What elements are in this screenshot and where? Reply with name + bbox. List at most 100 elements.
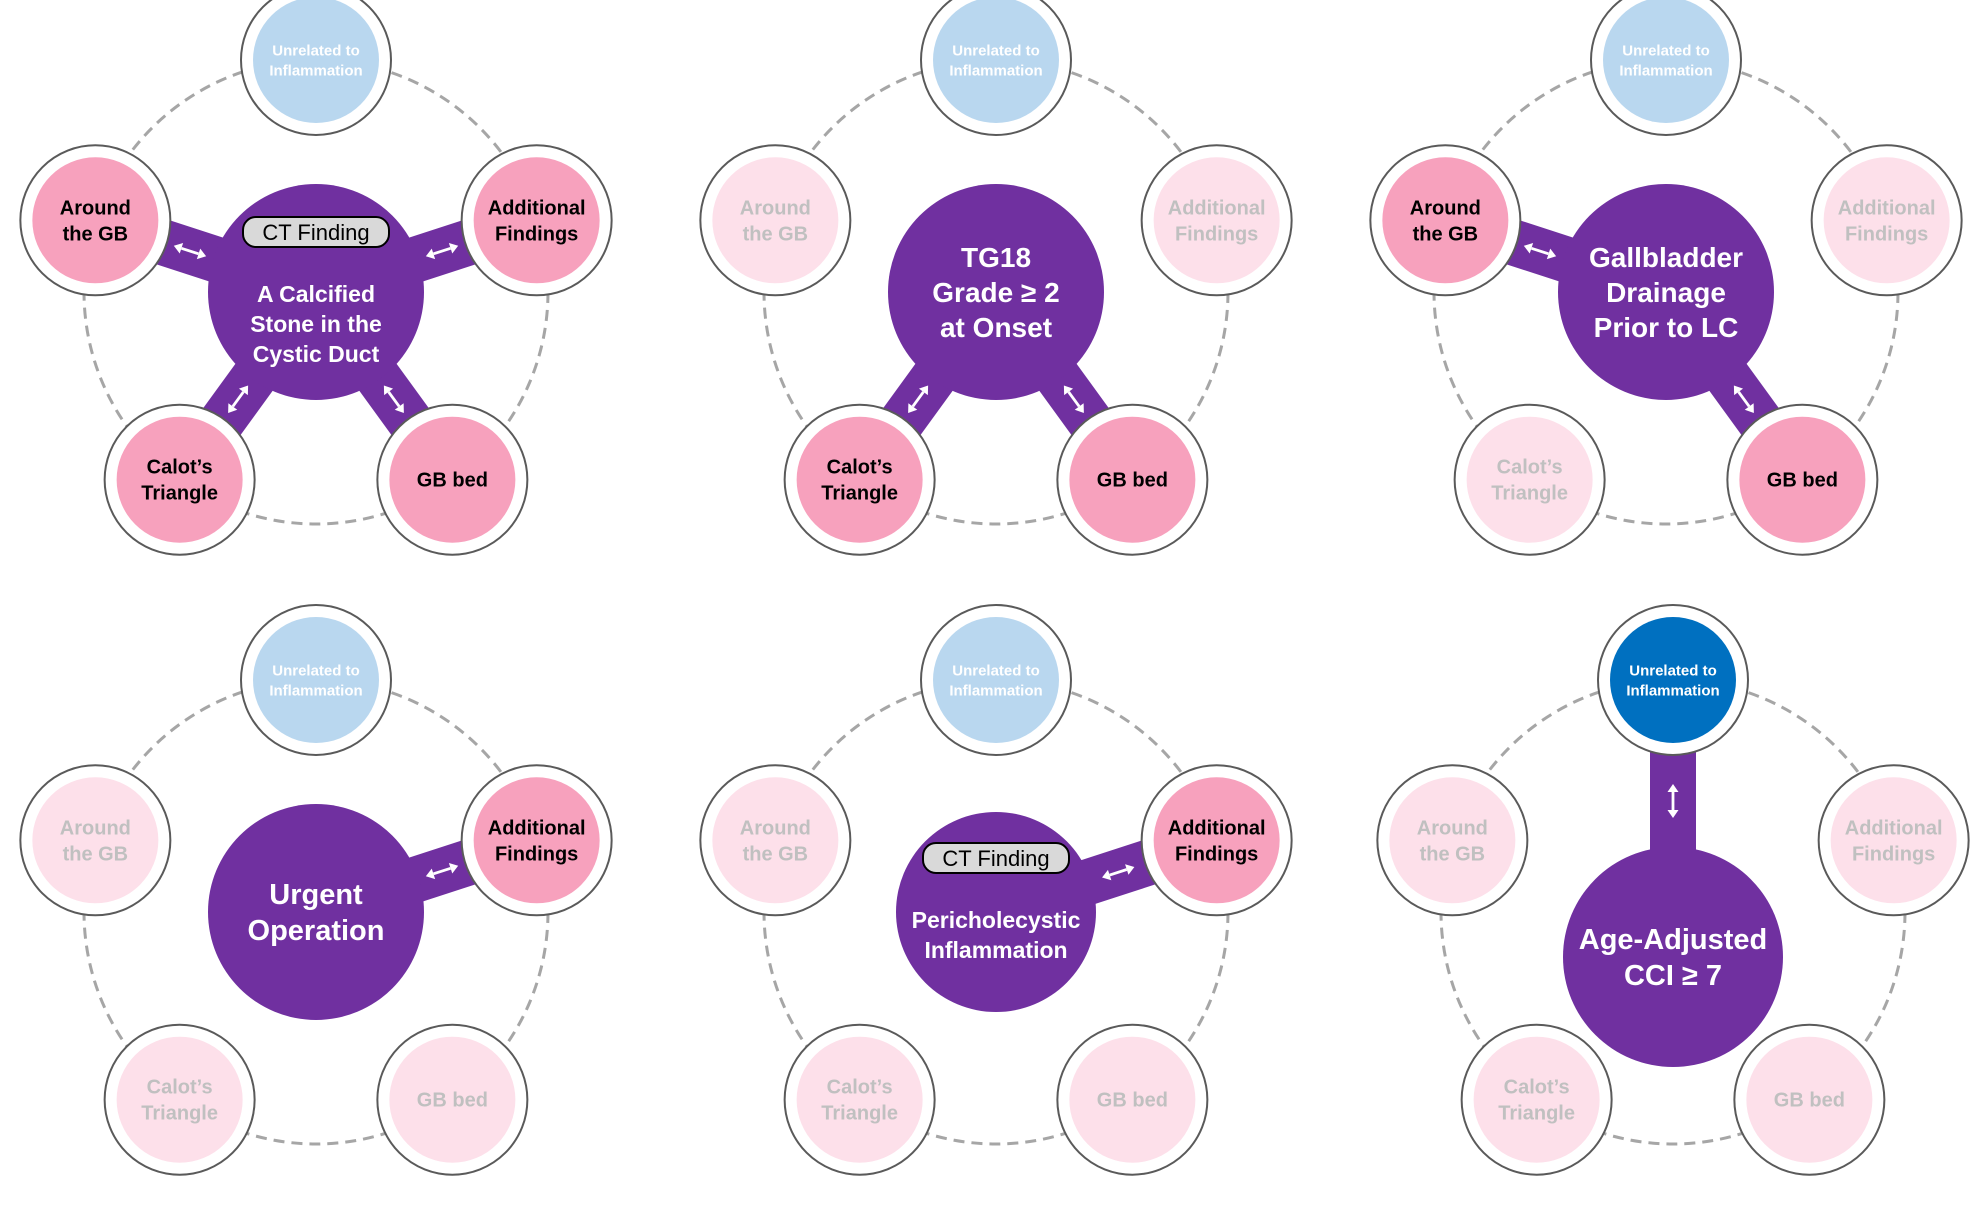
- node-label-unrelated-line: Unrelated to: [272, 42, 360, 59]
- node-fill: [1830, 777, 1957, 904]
- ct-finding-badge: CT Finding: [922, 842, 1070, 874]
- node-fill: [1389, 777, 1516, 904]
- node-fill: [1610, 617, 1736, 743]
- node-fill: [1466, 416, 1593, 543]
- node-label-around-line: the GB: [63, 223, 129, 245]
- node-label-unrelated-line: Inflammation: [949, 62, 1042, 79]
- badge-box: [242, 216, 390, 248]
- node-label-calot-line: Triangle: [1491, 483, 1568, 505]
- node-fill: [712, 157, 839, 284]
- node-label-additional-line: Findings: [1845, 223, 1928, 245]
- node-label-gbbed-line: GB bed: [417, 1090, 488, 1112]
- double-arrow-icon: [173, 243, 207, 260]
- double-arrow-icon: [425, 243, 459, 260]
- node-fill: [1473, 1036, 1600, 1163]
- node-label-unrelated: Unrelated to Inflammation: [269, 662, 362, 699]
- double-arrow-icon: [1102, 864, 1135, 881]
- center-label-line: Stone in the: [250, 311, 382, 337]
- node-unrelated: Unrelated to Inflammation: [240, 604, 392, 756]
- node-fill: [1153, 157, 1280, 284]
- node-label-unrelated-line: Inflammation: [269, 682, 362, 699]
- node-gbbed: GB bed: [376, 403, 529, 556]
- node-label-additional-line: Additional: [1168, 817, 1266, 839]
- node-label-around-line: Around: [1410, 197, 1481, 219]
- node-label-calot-line: Calot’s: [827, 457, 893, 479]
- node-fill: [389, 1036, 516, 1163]
- center-label-line: Urgent: [269, 879, 363, 911]
- node-label-unrelated-line: Unrelated to: [952, 662, 1040, 679]
- node-label-gbbed: GB bed: [1097, 1090, 1168, 1112]
- ct-finding-badge: CT Finding: [242, 216, 390, 248]
- node-label-additional-line: Additional: [488, 197, 586, 219]
- badge-label: CT Finding: [262, 220, 369, 245]
- node-fill: [933, 617, 1059, 743]
- node-label-around: Around the GB: [60, 197, 131, 245]
- node-label-unrelated-line: Unrelated to: [272, 662, 360, 679]
- node-fill: [32, 157, 159, 284]
- node-fill: [253, 0, 379, 123]
- node-label-gbbed-line: GB bed: [1097, 470, 1168, 492]
- node-label-unrelated-line: Inflammation: [1619, 62, 1712, 79]
- node-gbbed: GB bed: [1056, 403, 1209, 556]
- node-label-calot-line: Calot’s: [827, 1077, 893, 1099]
- node-label-around-line: Around: [60, 817, 131, 839]
- node-label-around-line: Around: [60, 197, 131, 219]
- center-circle: [1563, 847, 1783, 1067]
- node-label-around-line: Around: [740, 197, 811, 219]
- center-circle: [1558, 184, 1774, 400]
- double-arrow-icon: [1733, 385, 1754, 413]
- node-label-calot-line: Calot’s: [1497, 457, 1563, 479]
- node-fill: [1153, 777, 1280, 904]
- center-label-line: at Onset: [940, 312, 1052, 343]
- node-label-additional-line: Findings: [1175, 843, 1258, 865]
- node-label-gbbed-line: GB bed: [1774, 1090, 1845, 1112]
- node-label-calot-line: Triangle: [821, 1103, 898, 1125]
- node-label-unrelated-line: Unrelated to: [1622, 42, 1710, 59]
- node-label-calot-line: Triangle: [141, 483, 218, 505]
- double-arrow-icon: [1523, 243, 1557, 260]
- node-fill: [253, 617, 379, 743]
- node-fill: [796, 1036, 923, 1163]
- node-fill: [32, 777, 159, 904]
- center-label-line: Cystic Duct: [253, 341, 380, 367]
- node-fill: [1069, 416, 1196, 543]
- node-label-additional-line: Additional: [488, 817, 586, 839]
- node-label-calot-line: Triangle: [141, 1103, 218, 1125]
- node-label-unrelated-line: Inflammation: [1626, 682, 1719, 699]
- badge-label: CT Finding: [942, 846, 1049, 871]
- center-label-line: Inflammation: [924, 937, 1067, 963]
- node-label-unrelated: Unrelated to Inflammation: [1619, 42, 1712, 79]
- node-fill: [1823, 157, 1950, 284]
- node-label-gbbed-line: GB bed: [1767, 470, 1838, 492]
- node-label-around-line: Around: [1417, 817, 1488, 839]
- node-label-around-line: the GB: [743, 843, 809, 865]
- node-label-calot-line: Calot’s: [147, 1077, 213, 1099]
- node-unrelated: Unrelated to Inflammation: [1590, 0, 1742, 136]
